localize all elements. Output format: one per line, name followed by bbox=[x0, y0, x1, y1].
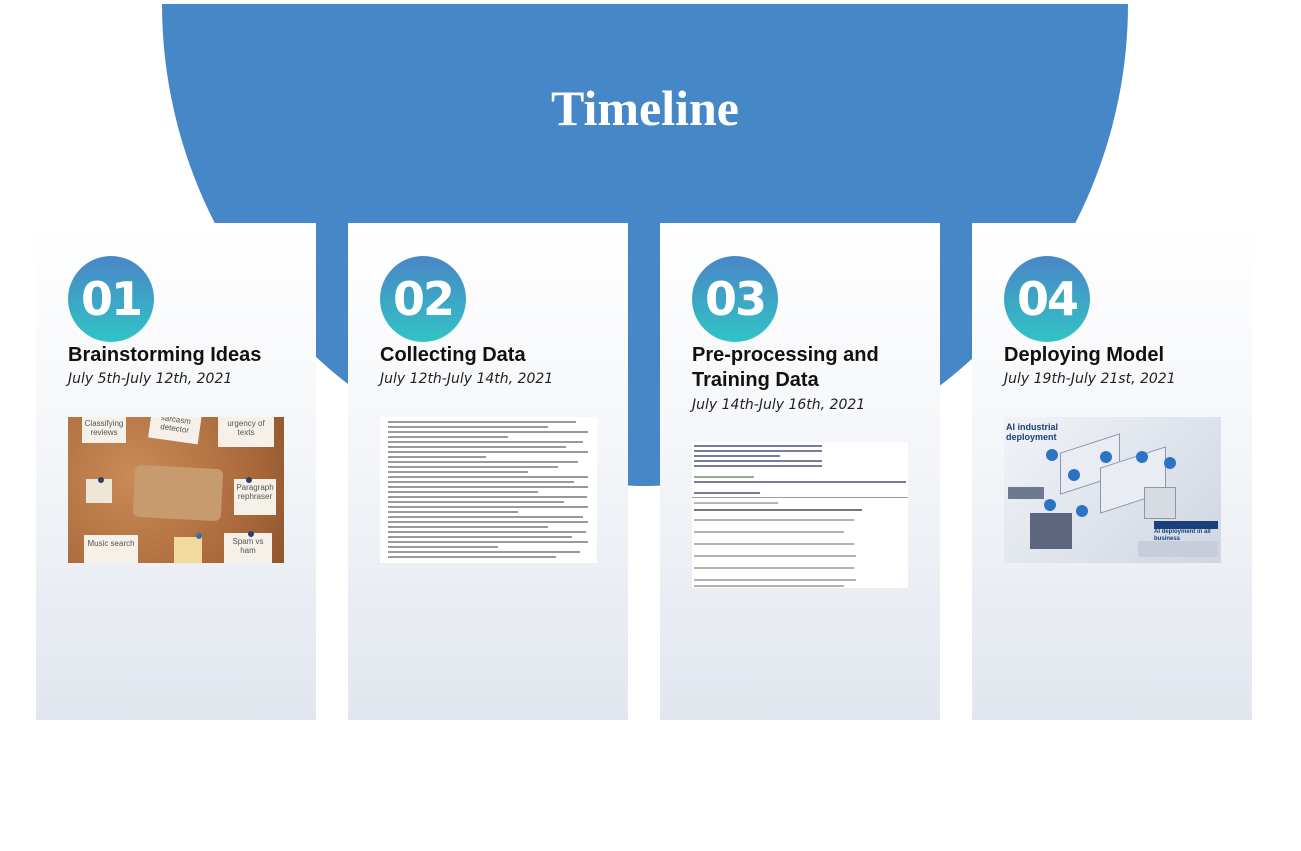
pin-icon bbox=[248, 531, 254, 537]
model-summary-code-image bbox=[692, 442, 908, 588]
step-title: Brainstorming Ideas bbox=[68, 344, 262, 366]
timeline-card-1: 01 Brainstorming Ideas July 5th-July 12t… bbox=[36, 223, 316, 720]
step-number-badge: 03 bbox=[692, 256, 778, 342]
note-card: urgency of texts bbox=[218, 417, 274, 447]
note-card: Spam vs ham bbox=[224, 533, 272, 563]
image-caption: AI industrial deployment bbox=[1006, 422, 1059, 442]
note-card: Music search bbox=[84, 535, 138, 563]
text-dataset-image bbox=[380, 417, 597, 563]
ai-industrial-deployment-image: AI industrial deployment AI deployment i… bbox=[1004, 417, 1221, 563]
blank-note bbox=[132, 464, 224, 522]
step-date: July 5th-July 12th, 2021 bbox=[68, 371, 233, 387]
pin-icon bbox=[98, 477, 104, 483]
note-card: Classifying reviews bbox=[82, 417, 126, 443]
page-title: Timeline bbox=[551, 80, 739, 136]
step-title: Pre-processing and Training Data bbox=[692, 344, 879, 391]
step-date: July 19th-July 21st, 2021 bbox=[1004, 371, 1176, 387]
note-card: sarcasm detector bbox=[148, 417, 202, 445]
image-subcaption: AI deployment in all business bbox=[1154, 529, 1211, 542]
step-title: Deploying Model bbox=[1004, 344, 1164, 366]
pin-icon bbox=[246, 477, 252, 483]
step-date: July 12th-July 14th, 2021 bbox=[380, 371, 554, 387]
timeline-card-3: 03 Pre-processing and Training Data July… bbox=[660, 223, 940, 720]
step-title: Collecting Data bbox=[380, 344, 526, 366]
step-date: July 14th-July 16th, 2021 bbox=[692, 397, 866, 413]
step-number-badge: 01 bbox=[68, 256, 154, 342]
timeline-card-4: 04 Deploying Model July 19th-July 21st, … bbox=[972, 223, 1252, 720]
note-card-small bbox=[86, 479, 112, 503]
step-number-badge: 02 bbox=[380, 256, 466, 342]
timeline-card-2: 02 Collecting Data July 12th-July 14th, … bbox=[348, 223, 628, 720]
sticky-note bbox=[174, 537, 202, 563]
corkboard-image: Classifying reviews sarcasm detector urg… bbox=[68, 417, 284, 563]
pin-icon bbox=[196, 533, 202, 539]
note-card: Paragraph rephraser bbox=[234, 479, 276, 515]
step-number-badge: 04 bbox=[1004, 256, 1090, 342]
